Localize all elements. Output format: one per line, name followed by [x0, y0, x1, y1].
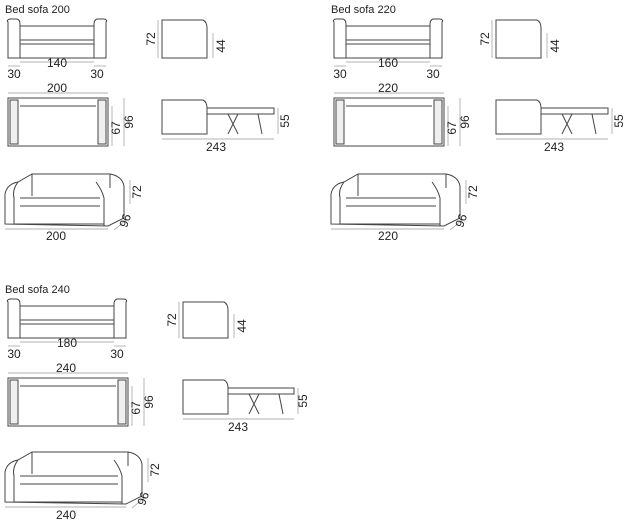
persp-width: 200	[46, 229, 66, 243]
perspective-view: 72 96 220	[330, 173, 480, 243]
persp-width: 240	[56, 508, 76, 522]
side-height: 72	[478, 32, 492, 46]
open-bed-view: 55 243	[182, 379, 310, 434]
open-bed-height: 55	[296, 394, 310, 408]
block-bed-sofa-240: Bed sofa 240 180 30 30 72 44 240	[4, 284, 310, 522]
block-title: Bed sofa 200	[5, 4, 70, 16]
side-seat-height: 44	[548, 39, 562, 53]
open-bed-view: 55 243	[495, 99, 626, 154]
side-view: 72 44	[165, 301, 249, 339]
front-inner-width: 180	[57, 336, 77, 350]
persp-depth: 96	[452, 212, 470, 230]
top-total-depth: 96	[122, 115, 136, 129]
open-bed-height: 55	[278, 114, 292, 128]
front-right-arm: 30	[110, 347, 124, 361]
top-inner-depth: 67	[445, 121, 459, 135]
front-left-arm: 30	[7, 67, 21, 81]
top-total-width: 200	[47, 81, 67, 95]
side-height: 72	[165, 313, 179, 327]
open-length: 243	[544, 140, 564, 154]
front-inner-width: 160	[378, 56, 398, 70]
top-view: 200 67 96	[7, 81, 136, 147]
persp-height: 72	[148, 463, 162, 477]
top-inner-depth: 67	[109, 121, 123, 135]
block-bed-sofa-220: Bed sofa 220 160 30 30 72 44 220	[330, 4, 626, 243]
persp-depth: 96	[134, 490, 152, 508]
top-total-depth: 96	[458, 115, 472, 129]
block-title: Bed sofa 240	[5, 284, 70, 296]
front-inner-width: 140	[47, 56, 67, 70]
persp-depth: 96	[116, 212, 134, 230]
block-bed-sofa-200: Bed sofa 200 140 30 30 72 44 200	[4, 4, 292, 243]
top-total-width: 220	[378, 81, 398, 95]
block-title: Bed sofa 220	[331, 4, 396, 16]
open-length: 243	[228, 420, 248, 434]
front-right-arm: 30	[426, 67, 440, 81]
front-view: 180 30 30	[6, 298, 128, 361]
top-inner-depth: 67	[129, 401, 143, 415]
top-view: 240 67 96	[7, 361, 156, 427]
open-length: 243	[206, 140, 226, 154]
front-view: 160 30 30	[332, 18, 444, 81]
front-left-arm: 30	[7, 347, 21, 361]
perspective-view: 72 96 200	[4, 173, 144, 243]
front-right-arm: 30	[90, 67, 104, 81]
open-bed-view: 55 243	[161, 99, 292, 154]
front-view: 140 30 30	[6, 18, 108, 81]
side-view: 72 44	[478, 19, 562, 59]
open-bed-height: 55	[612, 114, 626, 128]
persp-width: 220	[378, 229, 398, 243]
front-left-arm: 30	[333, 67, 347, 81]
side-view: 72 44	[144, 19, 228, 59]
side-height: 72	[144, 32, 158, 46]
perspective-view: 72 96 240	[4, 451, 162, 522]
side-seat-height: 44	[235, 319, 249, 333]
side-seat-height: 44	[214, 39, 228, 53]
top-total-width: 240	[56, 361, 76, 375]
top-view: 220 67 96	[333, 81, 472, 147]
persp-height: 72	[466, 185, 480, 199]
persp-height: 72	[130, 185, 144, 199]
top-total-depth: 96	[142, 395, 156, 409]
